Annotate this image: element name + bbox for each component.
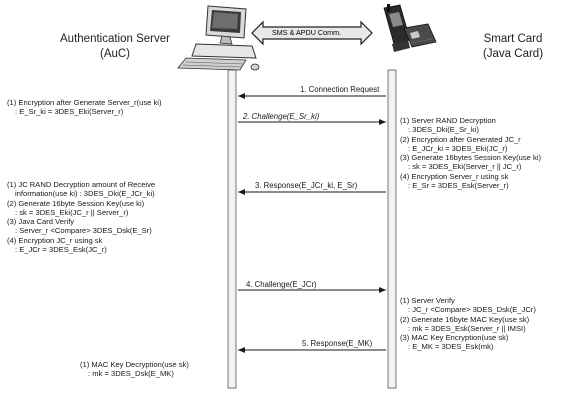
card-title: Smart Card (Java Card) xyxy=(448,32,578,62)
note-line: (3) Generate 16bytes Session Key(use ki) xyxy=(400,153,541,163)
note-line: (1) Server RAND Decryption xyxy=(400,116,496,125)
note-line: : sk = 3DES_Eki(Server_r || JC_r) xyxy=(408,162,522,172)
note-line: : mk = 3DES_Dsk(E_MK) xyxy=(88,369,174,379)
server-lifeline xyxy=(227,69,237,389)
note-line: : mk = 3DES_Esk(Server_r || IMSI) xyxy=(408,323,526,333)
note-line: : E_Sr = 3DES_Esk(Server_r) xyxy=(408,181,509,191)
computer-icon xyxy=(177,5,260,71)
note-line: : E_Sr_ki = 3DES_Eki(Server_r) xyxy=(15,107,124,117)
card-title-line: Smart Card xyxy=(483,33,543,45)
card-lifeline xyxy=(387,69,397,389)
message-label-2: 2. Challenge(E_Sr_ki) xyxy=(243,112,320,121)
note-line: : E_JCr = 3DES_Esk(JC_r) xyxy=(15,245,107,255)
server-title-line: Authentication Server xyxy=(60,33,170,45)
server-note-2: (1) JC RAND Decryption amount of Receive… xyxy=(7,180,155,254)
note-line: (4) Encryption JC_r using sk xyxy=(7,235,103,245)
phone-icon xyxy=(383,4,437,52)
note-line: : 3DES_Dki(E_Sr_ki) xyxy=(408,125,479,135)
note-line: (2) Encryption after Generated JC_r xyxy=(400,134,521,144)
message-label-5: 5. Response(E_MK) xyxy=(302,339,373,348)
server-note-3: (1) MAC Key Decryption(use sk) : mk = 3D… xyxy=(80,360,189,379)
note-line: : sk = 3DES_Eki(JC_r || Server_r) xyxy=(15,207,129,217)
note-line: : E_JCr_ki = 3DES_Eki(JC_r) xyxy=(408,143,508,153)
card-note-1: (1) Server RAND Decryption : 3DES_Dki(E_… xyxy=(400,116,541,190)
note-line: (1) MAC Key Decryption(use sk) xyxy=(80,360,189,369)
note-line: (2) Generate 16byte MAC Key(use sk) xyxy=(400,314,530,324)
server-note-1: (1) Encryption after Generate Server_r(u… xyxy=(7,98,161,117)
card-note-2: (1) Server Verify : JC_r <Compare> 3DES_… xyxy=(400,296,536,352)
note-line: (2) Generate 16byte Session Key(use ki) xyxy=(7,198,145,208)
message-label-4: 4. Challenge(E_JCr) xyxy=(246,280,317,289)
note-line: (1) Encryption after Generate Server_r(u… xyxy=(7,98,162,107)
channel-double-arrow xyxy=(251,20,373,46)
message-label-3: 3. Response(E_JCr_ki, E_Sr) xyxy=(255,181,358,190)
message-label-1: 1. Connection Request xyxy=(300,85,380,94)
note-line: (1) JC RAND Decryption amount of Receive xyxy=(7,180,156,189)
server-title-sub: (AuC) xyxy=(99,48,131,60)
note-line: (1) Server Verify xyxy=(400,296,455,305)
server-title: Authentication Server (AuC) xyxy=(40,32,190,62)
note-line: : JC_r <Compare> 3DES_Dsk(E_JCr) xyxy=(408,305,536,315)
note-line: (4) Encryption Server_r using sk xyxy=(400,171,509,181)
note-line: information(use ki) : 3DES_Dki(E_JCr_ki) xyxy=(15,189,155,199)
note-line: : E_MK = 3DES_Esk(mk) xyxy=(408,342,494,352)
note-line: (3) Java Card Verify xyxy=(7,217,75,227)
card-title-sub: (Java Card) xyxy=(482,48,544,60)
channel-label: SMS & APDU Comm. xyxy=(272,28,342,37)
note-line: : Server_r <Compare> 3DES_Dsk(E_Sr) xyxy=(15,226,152,236)
note-line: (3) MAC Key Encryption(use sk) xyxy=(400,333,509,343)
